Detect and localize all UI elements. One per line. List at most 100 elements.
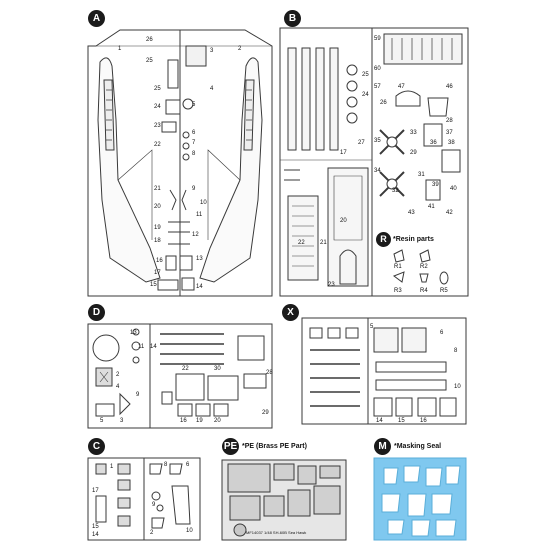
part-label: 34: [374, 168, 381, 174]
sprue-m-badge: M: [374, 438, 391, 455]
part-label: 3: [120, 418, 124, 424]
part-label: 18: [154, 238, 161, 244]
part-label: 17: [154, 270, 161, 276]
part-label: 29: [410, 150, 417, 156]
part-label: 47: [398, 84, 405, 90]
part-label: 14: [150, 344, 157, 350]
sprue-b-frame: [279, 27, 469, 297]
part-label: 10: [200, 200, 207, 206]
part-label: 2: [238, 46, 242, 52]
sprue-a-badge: A: [88, 10, 105, 27]
part-label: 29: [262, 410, 269, 416]
sprue-d-badge: D: [88, 304, 105, 321]
part-label: 6: [440, 330, 444, 336]
part-label: 26: [146, 37, 153, 43]
part-label: 16: [156, 258, 163, 264]
part-label: 4: [210, 86, 214, 92]
part-label: 35: [374, 138, 381, 144]
part-label: 41: [428, 204, 435, 210]
part-label: 25: [362, 72, 369, 78]
part-label: 24: [154, 104, 161, 110]
part-label: 8: [164, 462, 168, 468]
masking-seal-sheet: [373, 457, 467, 541]
part-label: 1: [118, 46, 122, 52]
part-label: 3: [210, 48, 214, 54]
part-label: 30: [214, 366, 221, 372]
part-label: 15: [398, 418, 405, 424]
part-label: 21: [154, 186, 161, 192]
part-label: 40: [450, 186, 457, 192]
part-label: 36: [430, 140, 437, 146]
part-label: 9: [192, 186, 196, 192]
sprue-pe-badge: PE: [222, 438, 239, 455]
part-label: 46: [446, 84, 453, 90]
part-label: 5: [100, 418, 104, 424]
part-label: 12: [192, 232, 199, 238]
part-label: 31: [418, 172, 425, 178]
part-label: 32: [392, 188, 399, 194]
part-label: 1: [110, 464, 114, 470]
part-label: R2: [420, 264, 428, 270]
part-label: 11: [196, 212, 203, 218]
part-label: 15: [92, 524, 99, 530]
part-label: R3: [394, 288, 402, 294]
part-label: 14: [376, 418, 383, 424]
part-label: 38: [448, 140, 455, 146]
part-label: 22: [298, 240, 305, 246]
part-label: R1: [394, 264, 402, 270]
part-label: 23: [328, 282, 335, 288]
part-label: 11: [138, 344, 145, 350]
part-label: 13: [130, 330, 137, 336]
sprue-x-frame: [301, 317, 467, 425]
part-label: 19: [154, 225, 161, 231]
part-label: 8: [454, 348, 458, 354]
part-label: 20: [154, 204, 161, 210]
part-label: 26: [380, 100, 387, 106]
part-label: 15: [150, 282, 157, 288]
part-label: 37: [446, 130, 453, 136]
part-label: 22: [182, 366, 189, 372]
sprue-c-badge: C: [88, 438, 105, 455]
part-label: 59: [374, 36, 381, 42]
part-label: 39: [432, 182, 439, 188]
masking-seal-caption: *Masking Seal: [394, 443, 442, 450]
part-label: 14: [196, 284, 203, 290]
part-label: 28: [266, 370, 273, 376]
part-label: 9: [152, 502, 156, 508]
part-label: 25: [146, 58, 153, 64]
part-label: 43: [408, 210, 415, 216]
part-label: 17: [92, 488, 99, 494]
part-label: 60: [374, 66, 381, 72]
part-label: 5: [192, 102, 196, 108]
part-label: 5: [370, 324, 374, 330]
part-label: 8: [192, 151, 196, 157]
resin-parts-icons: [392, 249, 449, 285]
pe-caption: *PE (Brass PE Part): [242, 443, 307, 450]
pe-fret-text: MF14037 1/48 SH-60B Sea Hawk: [246, 530, 307, 535]
sprue-r-badge: R: [376, 232, 391, 247]
part-label: 28: [446, 118, 453, 124]
part-label: 23: [154, 123, 161, 129]
sprue-x-badge: X: [282, 304, 299, 321]
sprue-d-frame: [87, 323, 273, 429]
part-label: 25: [154, 86, 161, 92]
part-label: 16: [180, 418, 187, 424]
part-label: 10: [186, 528, 193, 534]
part-label: 21: [320, 240, 327, 246]
sprue-b-badge: B: [284, 10, 301, 27]
part-label: 6: [186, 462, 190, 468]
part-label: 14: [92, 532, 99, 538]
part-label: 42: [446, 210, 453, 216]
part-label: 57: [374, 84, 381, 90]
part-label: 9: [136, 392, 140, 398]
resin-parts-caption: *Resin parts: [393, 236, 434, 243]
part-label: 7: [192, 140, 196, 146]
part-label: 10: [454, 384, 461, 390]
part-label: 22: [154, 142, 161, 148]
part-label: 19: [196, 418, 203, 424]
pe-fret-frame: [221, 459, 347, 541]
part-label: R5: [440, 288, 448, 294]
sprue-c-frame: [87, 457, 201, 541]
